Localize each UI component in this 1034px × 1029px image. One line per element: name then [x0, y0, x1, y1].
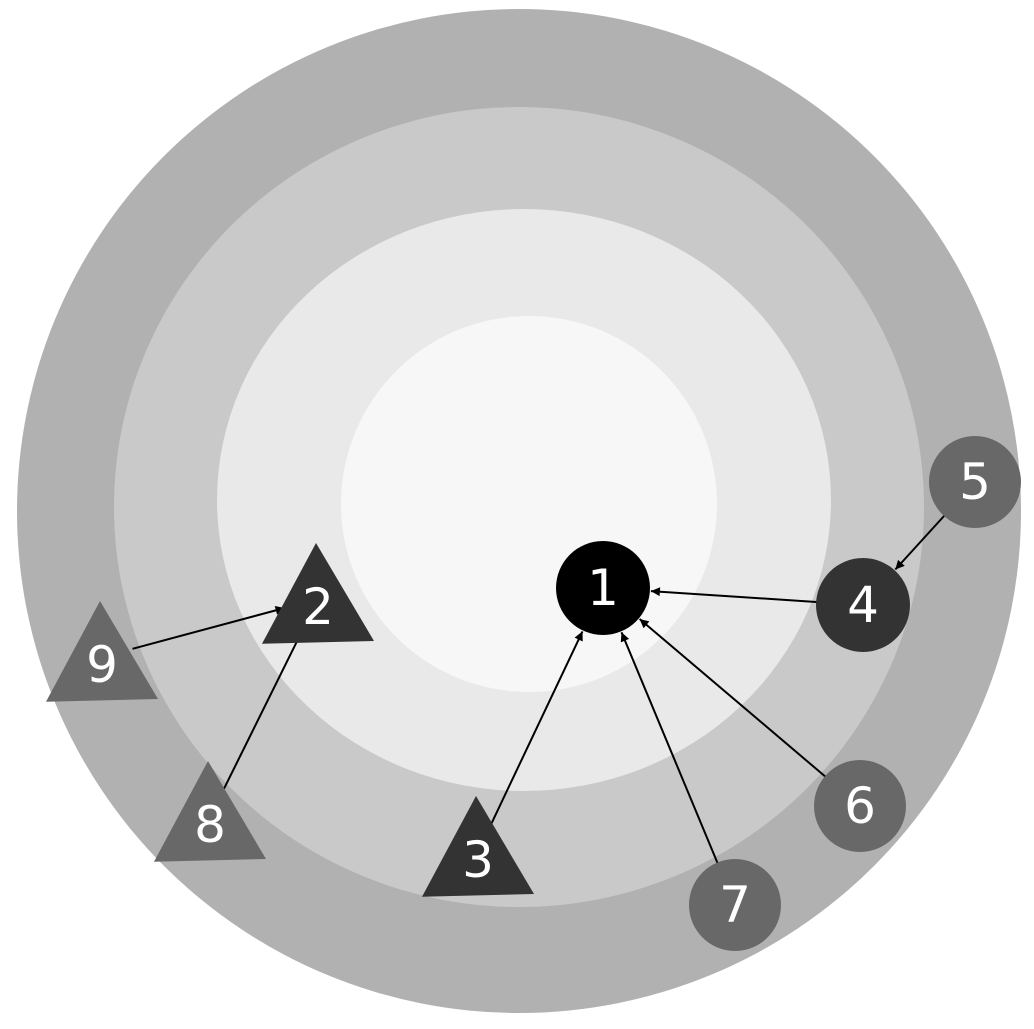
- edge-4-to-1: [650, 587, 819, 604]
- node-6-circle: [814, 760, 906, 852]
- node-1-label: 1: [587, 559, 619, 617]
- node-1: 1: [556, 541, 650, 635]
- node-4-circle: [816, 558, 910, 652]
- edges-layer: [132, 513, 947, 865]
- node-4-label: 4: [847, 576, 879, 634]
- edge-8-to-2: [223, 629, 304, 790]
- node-8: 8: [154, 761, 266, 862]
- node-5-circle: [929, 436, 1021, 528]
- node-5: 5: [929, 436, 1021, 528]
- node-2-triangle: [262, 543, 374, 644]
- node-9: 9: [46, 601, 158, 702]
- edge-9-to-2: [132, 605, 285, 650]
- edge-7-to-1: [620, 631, 720, 865]
- node-9-triangle: [46, 601, 158, 702]
- nodes-layer: 1 2 3 4 5 6 7 8 9: [46, 436, 1021, 951]
- node-9-label: 9: [86, 636, 118, 694]
- edge-3-to-1: [490, 630, 584, 824]
- node-4: 4: [816, 558, 910, 652]
- node-5-label: 5: [959, 453, 991, 511]
- node-3-label: 3: [462, 831, 494, 889]
- node-6-label: 6: [844, 777, 876, 835]
- node-3: 3: [422, 796, 534, 897]
- node-8-label: 8: [194, 796, 226, 854]
- node-1-circle: [556, 541, 650, 635]
- node-2: 2: [262, 543, 374, 644]
- node-7: 7: [689, 859, 781, 951]
- rings-layer: [17, 9, 1021, 1013]
- node-3-triangle: [422, 796, 534, 897]
- node-7-label: 7: [719, 876, 751, 934]
- node-6: 6: [814, 760, 906, 852]
- edge-6-to-1: [638, 618, 828, 779]
- node-8-triangle: [154, 761, 266, 862]
- edge-5-to-4: [894, 513, 947, 571]
- node-7-circle: [689, 859, 781, 951]
- node-2-label: 2: [302, 578, 334, 636]
